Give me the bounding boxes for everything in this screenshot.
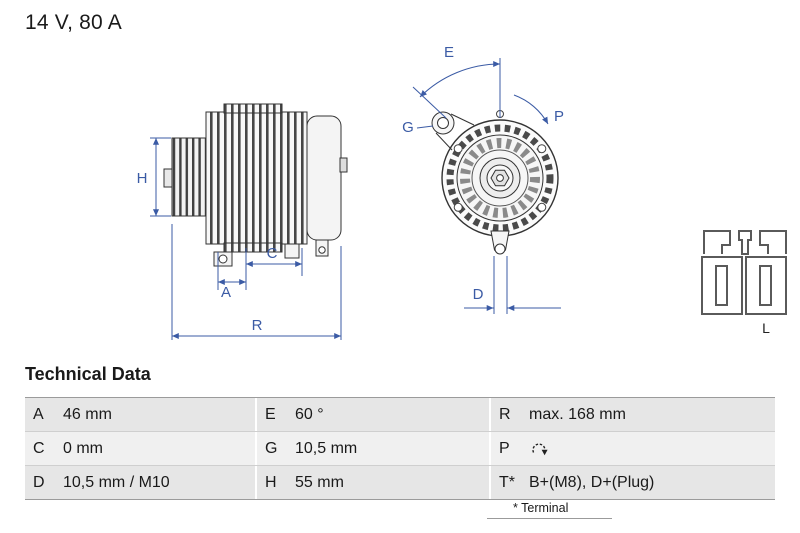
terminal-footnote: * Terminal bbox=[487, 500, 612, 519]
table-row: C 0 mm G 10,5 mm P bbox=[25, 431, 775, 465]
param-cell: G 10,5 mm bbox=[255, 432, 489, 465]
param-value: 0 mm bbox=[63, 439, 103, 457]
param-cell: A 46 mm bbox=[25, 398, 255, 431]
param-label: D bbox=[33, 473, 45, 491]
param-value: 55 mm bbox=[295, 473, 344, 491]
param-value: 10,5 mm bbox=[295, 439, 358, 457]
front-view-dimensions bbox=[412, 58, 561, 314]
technical-data-table: A 46 mm E 60 ° R max. 168 mm C 0 mm G 10… bbox=[25, 397, 775, 500]
param-label: P bbox=[499, 439, 510, 457]
dim-label-a: A bbox=[221, 284, 231, 301]
technical-data-title: Technical Data bbox=[25, 364, 151, 384]
dim-label-e: E bbox=[444, 44, 454, 61]
param-value: 46 mm bbox=[63, 405, 112, 423]
technical-drawing: H A C R bbox=[137, 44, 787, 340]
alternator-side-view bbox=[163, 103, 348, 267]
param-cell: H 55 mm bbox=[255, 466, 489, 499]
table-row: D 10,5 mm / M10 H 55 mm T* B+(M8), D+(Pl… bbox=[25, 465, 775, 499]
side-view-dimensions bbox=[150, 137, 342, 340]
param-cell: D 10,5 mm / M10 bbox=[25, 466, 255, 499]
param-label: E bbox=[265, 405, 276, 423]
param-value: 10,5 mm / M10 bbox=[63, 473, 170, 491]
dim-label-p: P bbox=[554, 108, 564, 125]
clockwise-rotation-icon bbox=[532, 443, 548, 455]
param-label: T* bbox=[499, 473, 515, 491]
param-label: R bbox=[499, 405, 511, 423]
param-label: G bbox=[265, 439, 278, 457]
dim-label-d: D bbox=[473, 286, 484, 303]
connector-diagram bbox=[701, 230, 787, 315]
dim-label-h: H bbox=[137, 170, 148, 187]
param-cell: T* B+(M8), D+(Plug) bbox=[489, 466, 775, 499]
param-cell: E 60 ° bbox=[255, 398, 489, 431]
dim-label-r: R bbox=[252, 317, 263, 334]
param-value: B+(M8), D+(Plug) bbox=[529, 473, 655, 491]
param-label: A bbox=[33, 405, 44, 423]
param-cell: P bbox=[489, 432, 775, 465]
param-value bbox=[529, 440, 775, 458]
product-rating: 14 V, 80 A bbox=[25, 11, 122, 34]
alternator-front-view bbox=[431, 110, 559, 255]
param-cell: R max. 168 mm bbox=[489, 398, 775, 431]
dim-label-c: C bbox=[267, 245, 278, 262]
param-value: 60 ° bbox=[295, 405, 324, 423]
param-label: C bbox=[33, 439, 45, 457]
dim-label-g: G bbox=[402, 119, 414, 136]
param-cell: C 0 mm bbox=[25, 432, 255, 465]
table-row: A 46 mm E 60 ° R max. 168 mm bbox=[25, 398, 775, 431]
param-label: H bbox=[265, 473, 277, 491]
connector-label: L bbox=[762, 320, 770, 336]
param-value: max. 168 mm bbox=[529, 405, 626, 423]
